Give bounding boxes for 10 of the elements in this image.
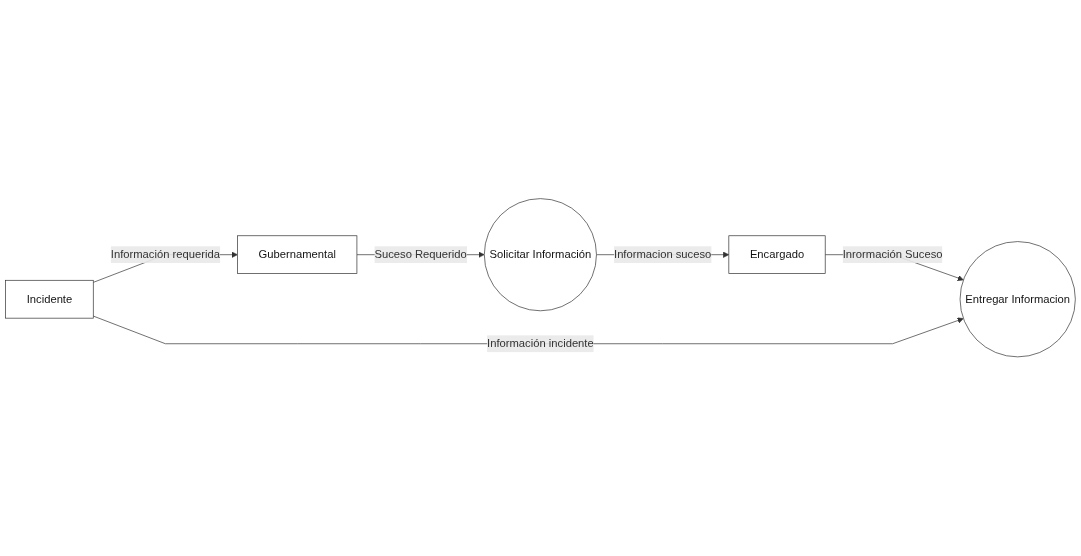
node-circle: Entregar Informacion (959, 241, 1076, 358)
edge-label: Inrormación Suceso (842, 248, 943, 261)
edge-label: Información requerida (110, 248, 220, 261)
node-circle: Solicitar Información (483, 198, 597, 312)
edge-label: Suceso Requerido (374, 248, 467, 261)
node-box: Incidente (5, 280, 94, 319)
node-box: Gubernamental (237, 235, 358, 275)
edge-label: Informacion suceso (614, 248, 712, 261)
edge-label: Información incidente (487, 337, 594, 350)
node-box: Encargado (728, 235, 826, 275)
